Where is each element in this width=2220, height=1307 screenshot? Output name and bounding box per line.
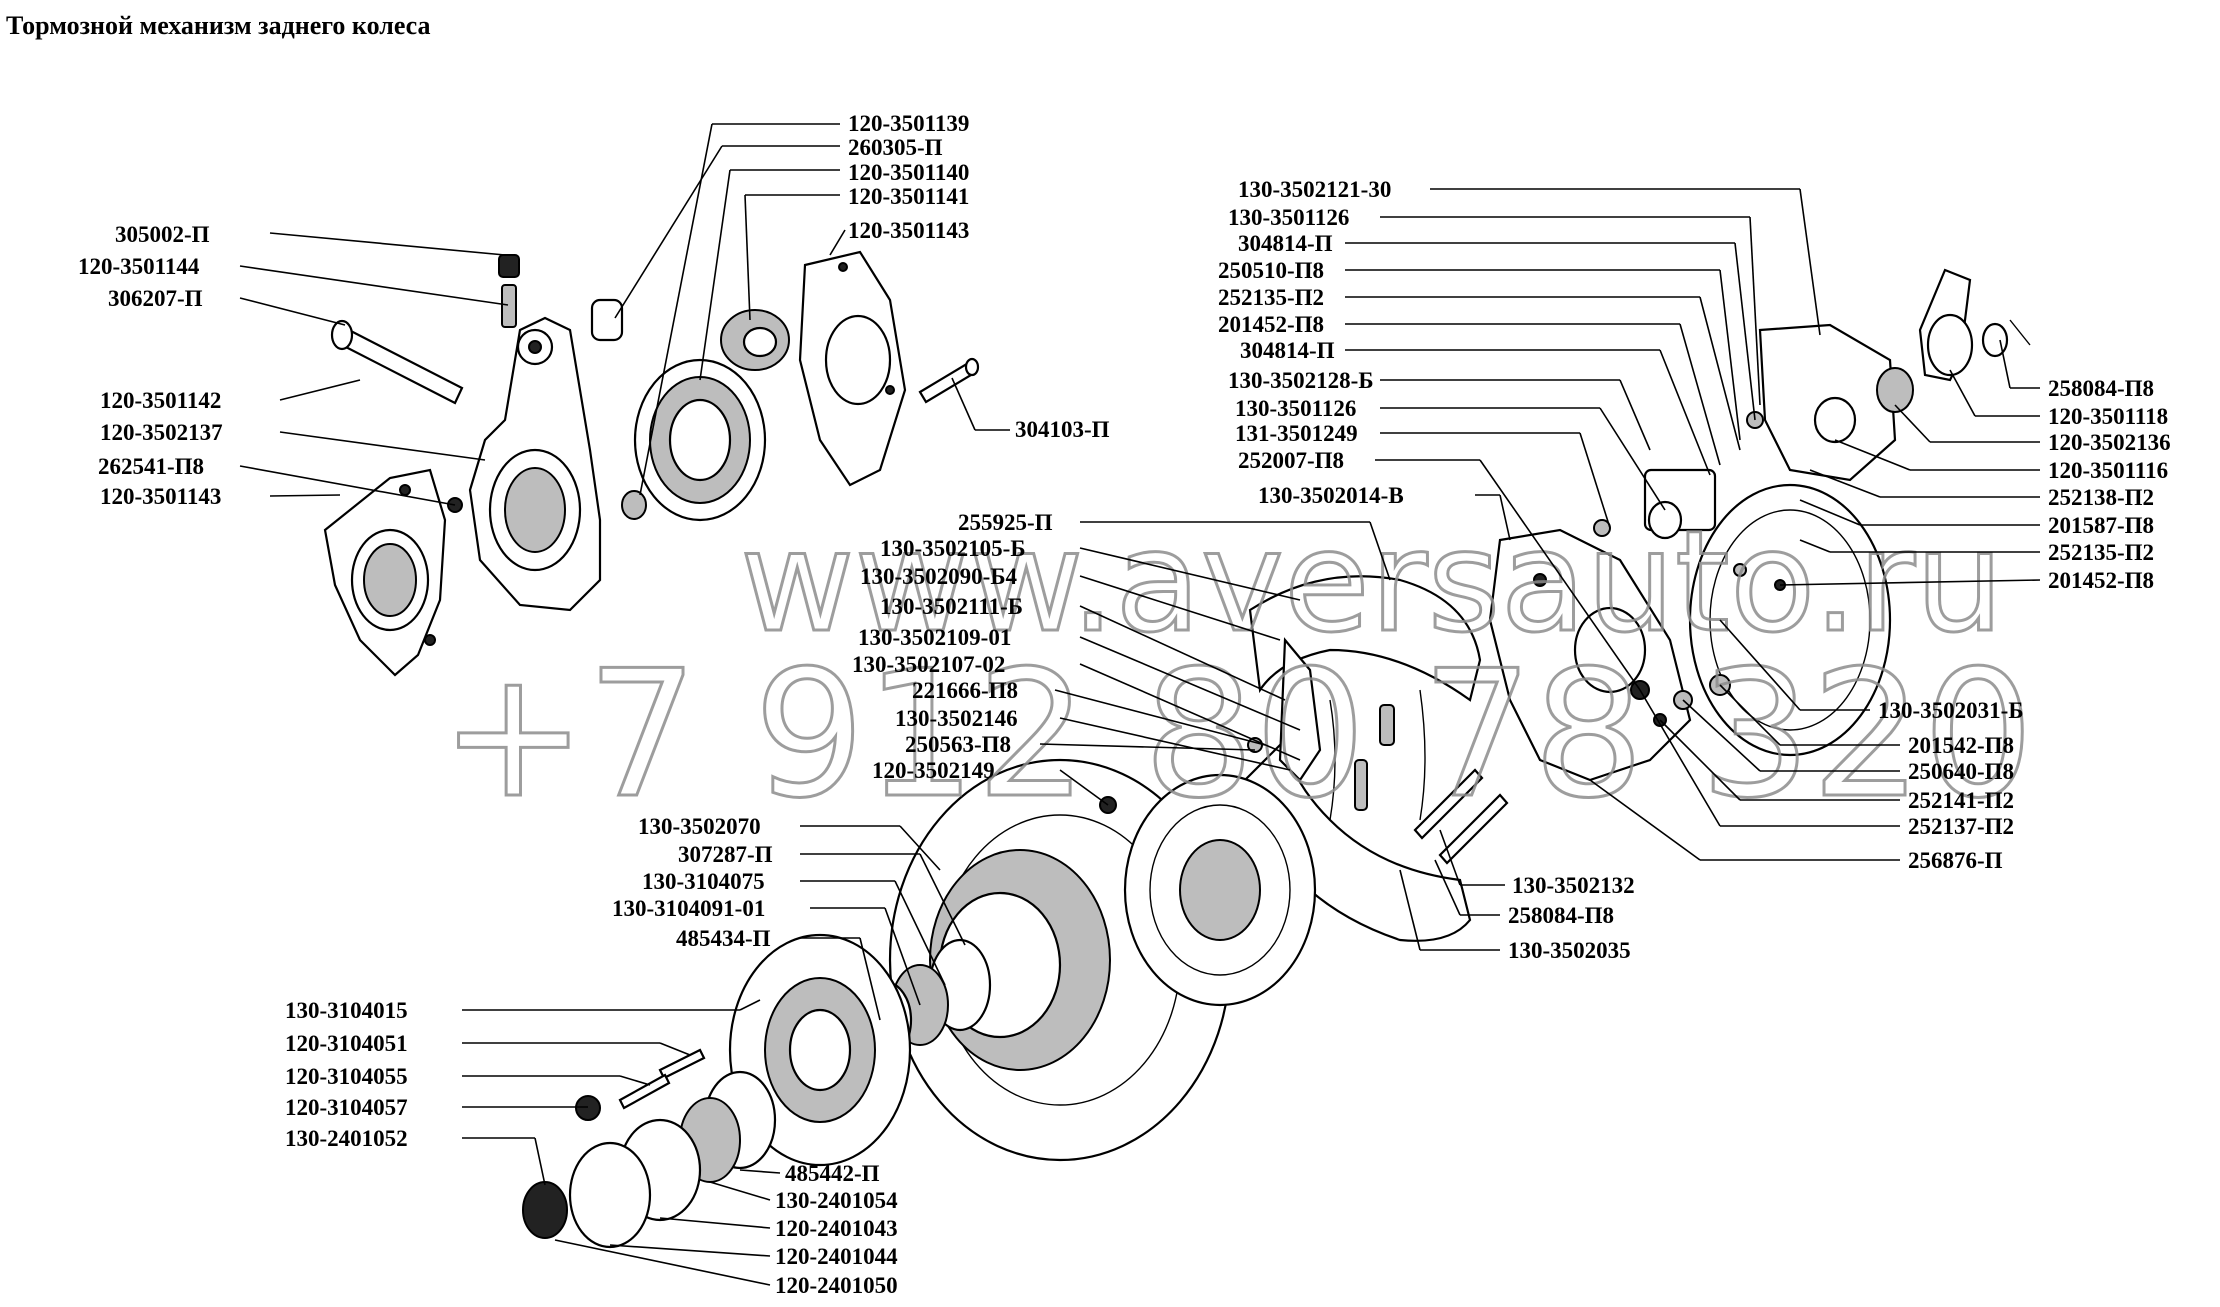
parts-artwork (323, 250, 2031, 1249)
label-l12: 262541-П8 (98, 454, 204, 479)
label-c7: 221666-П8 (912, 678, 1018, 703)
worm-gear (633, 358, 767, 522)
watermark-phone: +7 912 80 78 320 (440, 634, 2034, 837)
bushing (590, 298, 624, 342)
label-c17: 258084-П8 (1508, 903, 1614, 928)
outer-bearings (522, 1070, 777, 1249)
label-c2: 130-3502105-Б (880, 536, 1026, 561)
label-l13: 120-3501143 (100, 484, 221, 509)
label-l3: 120-3501140 (848, 160, 969, 185)
right-lever (1876, 268, 2031, 413)
label-c18: 130-3502035 (1508, 938, 1631, 963)
label-r11: 252007-П8 (1238, 448, 1344, 473)
leader-lines (239, 123, 2041, 1286)
label-r12: 130-3502014-В (1258, 483, 1404, 508)
label-c6: 130-3502107-02 (852, 652, 1005, 677)
label-l9: 304103-П (1015, 417, 1110, 442)
label-c11: 130-3502070 (638, 814, 761, 839)
camshaft-bracket (1643, 323, 1897, 540)
label-r14: 120-3501118 (2048, 404, 2168, 429)
pivot-pin (330, 319, 464, 405)
label-c9: 250563-П8 (905, 732, 1011, 757)
label-c1: 255925-П (958, 510, 1053, 535)
label-l2: 260305-П (848, 135, 943, 160)
brake-shoes (1238, 575, 1482, 942)
label-l7: 120-3501144 (78, 254, 200, 279)
label-r24: 252141-П2 (1908, 788, 2014, 813)
label-c13: 130-3104075 (642, 869, 765, 894)
label-l5: 120-3501143 (848, 218, 969, 243)
label-r4: 250510-П8 (1218, 258, 1324, 283)
label-c4: 130-3502111-Б (880, 594, 1023, 619)
label-r6: 201452-П8 (1218, 312, 1324, 337)
label-r2: 130-3501126 (1228, 205, 1349, 230)
label-r15: 120-3502136 (2048, 430, 2171, 455)
label-c8: 130-3502146 (895, 706, 1018, 731)
diagram-title: Тормозной механизм заднего колеса (6, 11, 431, 40)
label-b4: 120-3104057 (285, 1095, 408, 1120)
label-r9: 130-3501126 (1235, 396, 1356, 421)
watermark: www.aversauto.ru +7 912 80 78 320 (439, 500, 2036, 839)
label-r19: 252135-П2 (2048, 540, 2154, 565)
part-labels: 120-3501139 260305-П 120-3501140 120-350… (78, 111, 2171, 1298)
label-r21: 130-3502031-Б (1878, 698, 2024, 723)
label-r16: 120-3501116 (2048, 458, 2168, 483)
label-l6: 305002-П (115, 222, 210, 247)
label-b7: 130-2401054 (775, 1188, 898, 1213)
label-r25: 252137-П2 (1908, 814, 2014, 839)
label-r8: 130-3502128-Б (1228, 368, 1374, 393)
label-b2: 120-3104051 (285, 1031, 408, 1056)
label-c5: 130-3502109-01 (858, 625, 1011, 650)
label-r5: 252135-П2 (1218, 285, 1324, 310)
worm (720, 309, 790, 371)
label-r26: 256876-П (1908, 848, 2003, 873)
label-b3: 120-3104055 (285, 1064, 408, 1089)
label-r18: 201587-П8 (2048, 513, 2154, 538)
label-l1: 120-3501139 (848, 111, 969, 136)
label-l10: 120-3501142 (100, 388, 221, 413)
label-r23: 250640-П8 (1908, 759, 2014, 784)
label-c12: 307287-П (678, 842, 773, 867)
label-r7: 304814-П (1240, 338, 1335, 363)
label-r3: 304814-П (1238, 231, 1333, 256)
label-r22: 201542-П8 (1908, 733, 2014, 758)
label-l4: 120-3501141 (848, 184, 969, 209)
small-bushing (621, 490, 647, 520)
label-b6: 485442-П (785, 1161, 880, 1186)
slack-adjuster (468, 254, 602, 612)
label-r17: 252138-П2 (2048, 485, 2154, 510)
label-b9: 120-2401044 (775, 1244, 898, 1269)
label-r10: 131-3501249 (1235, 421, 1358, 446)
label-r13: 258084-П8 (2048, 376, 2154, 401)
left-bracket-shield (323, 468, 447, 677)
label-b5: 130-2401052 (285, 1126, 408, 1151)
bolt-304103 (918, 357, 980, 404)
label-l8: 306207-П (108, 286, 203, 311)
label-c15: 485434-П (676, 926, 771, 951)
wheel-studs (575, 1048, 706, 1121)
drum-gasket (1123, 773, 1317, 1007)
shoe-pins (1413, 768, 1509, 865)
label-l11: 120-3502137 (100, 420, 223, 445)
label-r1: 130-3502121-30 (1238, 177, 1391, 202)
label-c3: 130-3502090-Б4 (860, 564, 1018, 589)
adjuster-cover (798, 250, 907, 487)
label-b1: 130-3104015 (285, 998, 408, 1023)
label-c10: 120-3502149 (872, 758, 995, 783)
label-r20: 201452-П8 (2048, 568, 2154, 593)
label-b10: 120-2401050 (775, 1273, 898, 1298)
label-c16: 130-3502132 (1512, 873, 1635, 898)
label-c14: 130-3104091-01 (612, 896, 765, 921)
label-b8: 120-2401043 (775, 1216, 898, 1241)
